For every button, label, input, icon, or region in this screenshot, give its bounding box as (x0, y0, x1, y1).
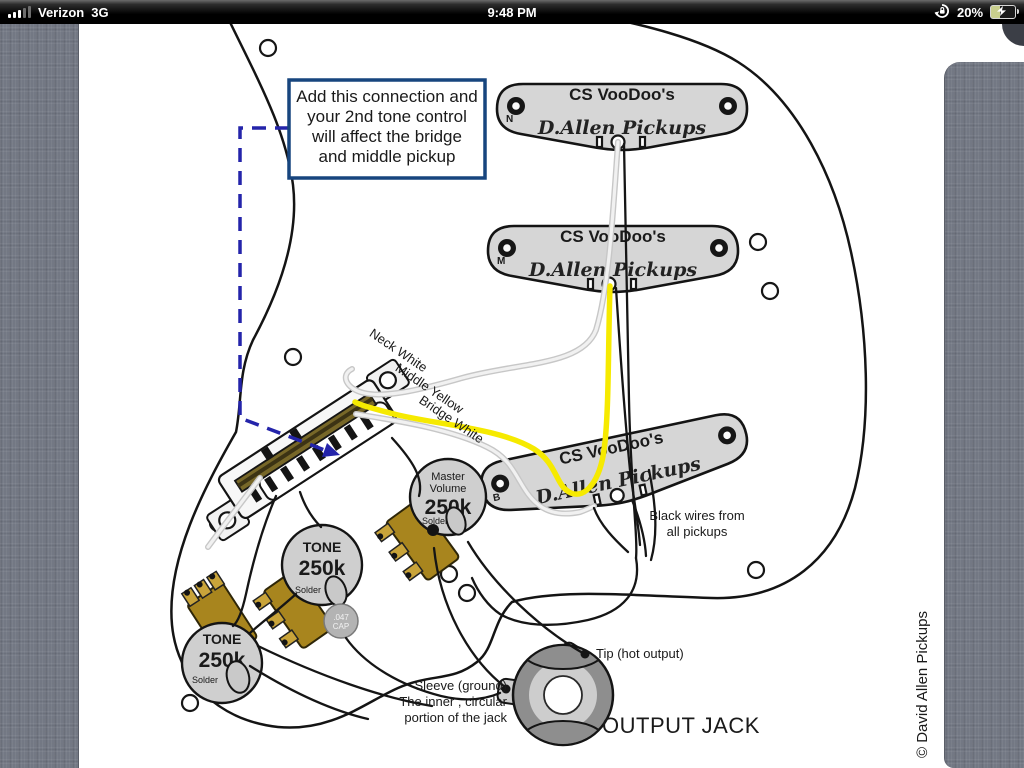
background-panel-right (944, 62, 1024, 768)
switch-mount-hole (378, 371, 397, 390)
sleeve-label: The inner , circular (399, 694, 507, 709)
battery-percent-label: 20% (956, 4, 984, 20)
note-line: Add this connection and (296, 87, 477, 106)
note-line: will affect the bridge (311, 127, 462, 146)
note-line: your 2nd tone control (307, 107, 467, 126)
solder-joint (427, 524, 439, 536)
clock-label: 9:48 PM (487, 4, 537, 20)
pickup-brand-label: D.Allen Pickups (528, 259, 697, 281)
mod-wire-arrowhead (322, 443, 340, 457)
pickup-position-label: M (497, 256, 505, 267)
note-box: Add this connection and your 2nd tone co… (287, 78, 487, 180)
battery-charging-icon (990, 5, 1020, 19)
pickup-wires (205, 139, 657, 721)
pickup-bridge: CS VooDoo's D.Allen Pickups B (480, 413, 749, 512)
solder-label: Solder (422, 516, 448, 526)
solder-lug (445, 506, 467, 536)
rotation-lock-icon (934, 3, 950, 22)
jack-center-hole (543, 675, 583, 715)
cap-value-label: .047 (333, 613, 349, 622)
solder-label: Solder (192, 675, 218, 685)
pickup-position-label: N (506, 114, 513, 125)
note-line: and middle pickup (318, 147, 455, 166)
network-type-label: 3G (91, 4, 109, 20)
tip-label: Tip (hot output) (596, 646, 684, 661)
solder-lug (225, 660, 251, 694)
pickup-position-label: B (492, 492, 501, 504)
output-jack-title: OUTPUT JACK (602, 713, 760, 738)
sleeve-label: portion of the jack (404, 710, 507, 725)
pickup-neck: CS VooDoo's D.Allen Pickups N (495, 82, 749, 152)
pot-tone-neck: TONE 250k Solder (180, 570, 264, 705)
pot-name-label: Volume (430, 483, 467, 495)
black-wires-note: all pickups (667, 524, 728, 539)
sleeve-label: Sleeve (ground) (415, 678, 508, 693)
copyright-credit: © David Allen Pickups (914, 611, 931, 758)
pot-name-label: Master (431, 471, 465, 483)
pot-name-label: TONE (203, 631, 242, 647)
carrier-label: Verizon (38, 4, 85, 20)
pickup-brand-label: D.Allen Pickups (537, 117, 706, 139)
output-jack (496, 641, 615, 747)
pot-name-label: TONE (303, 539, 342, 555)
pot-value-label: 250k (299, 557, 346, 580)
status-bar: Verizon 3G 9:48 PM 20% (0, 0, 1024, 24)
background-panel-left (0, 24, 79, 768)
solder-label: Solder (295, 585, 321, 595)
mod-connection-wire (238, 126, 340, 457)
capacitor-disc: .047 CAP (323, 603, 359, 639)
black-wires-note: Black wires from (649, 508, 744, 523)
signal-strength-icon (8, 6, 31, 18)
pot-tone-middle: TONE 250k Solder (252, 523, 364, 649)
tip-solder-point (580, 649, 590, 659)
pickup-model-label: CS VooDoo's (569, 85, 675, 104)
note-box-border (287, 78, 487, 180)
pickguard-screw-holes (180, 38, 780, 713)
cap-name-label: CAP (333, 622, 349, 631)
pot-master-volume: Master Volume 250k Solder (374, 457, 488, 582)
